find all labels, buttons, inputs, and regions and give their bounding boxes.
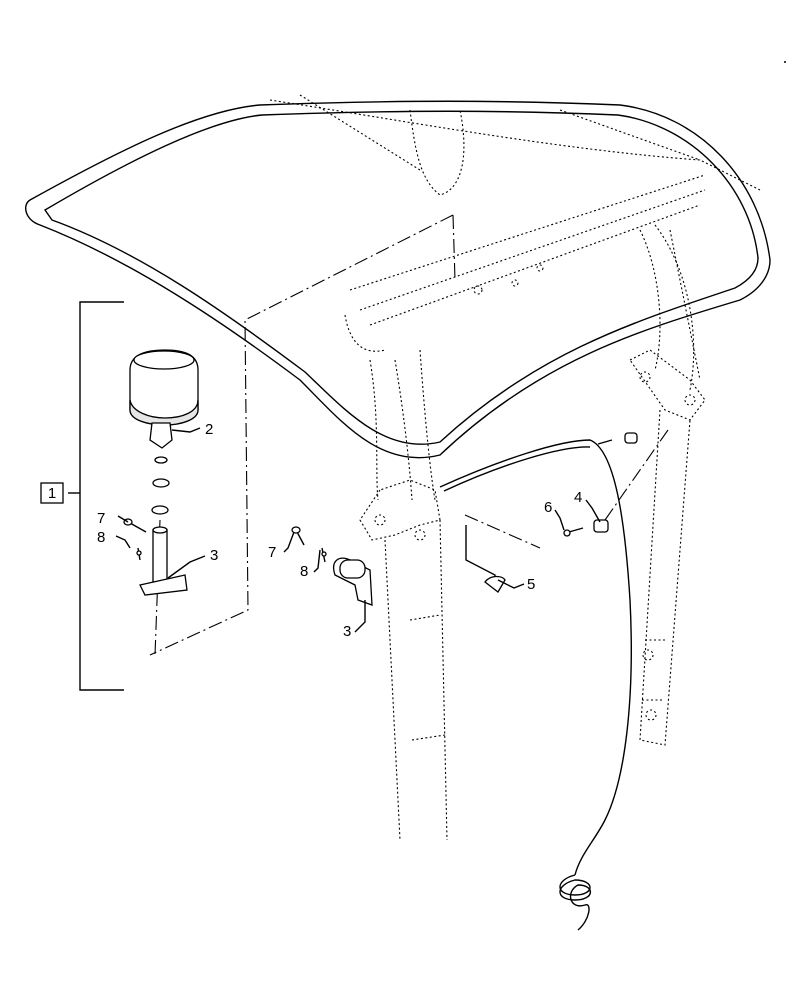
bolt-middle — [291, 526, 305, 546]
callout-3-mid-label: 3 — [343, 623, 351, 640]
assembly-bracket — [68, 301, 124, 691]
callout-5-label: 5 — [527, 576, 535, 593]
callout-8-left-label: 8 — [97, 529, 105, 546]
callout-2-label: 2 — [205, 421, 213, 438]
beacon-washers — [151, 456, 170, 515]
mounting-outline — [149, 214, 669, 656]
harness-connector — [593, 432, 638, 533]
roof-guard-bar — [24, 100, 771, 459]
callout-6-label: 6 — [544, 499, 552, 516]
stray-mark — [784, 61, 786, 63]
callout-1-label: 1 — [48, 485, 56, 502]
callout-3-left-label: 3 — [210, 547, 218, 564]
screw — [563, 439, 613, 537]
nut-middle — [321, 547, 327, 563]
leader-lines — [115, 427, 601, 633]
callout-8-mid-label: 8 — [300, 563, 308, 580]
callout-7-left-label: 7 — [97, 510, 105, 527]
callout-7-mid-label: 7 — [268, 544, 276, 561]
bracket-middle — [333, 557, 373, 606]
beacon-light — [129, 349, 199, 449]
callout-item-1: 1 — [40, 482, 64, 504]
wire-clip — [465, 525, 506, 593]
harness-wire — [439, 439, 632, 931]
mounting-pole — [139, 526, 188, 596]
cab-frame — [269, 94, 761, 841]
nut-left — [136, 547, 142, 561]
callout-4-label: 4 — [574, 489, 582, 506]
